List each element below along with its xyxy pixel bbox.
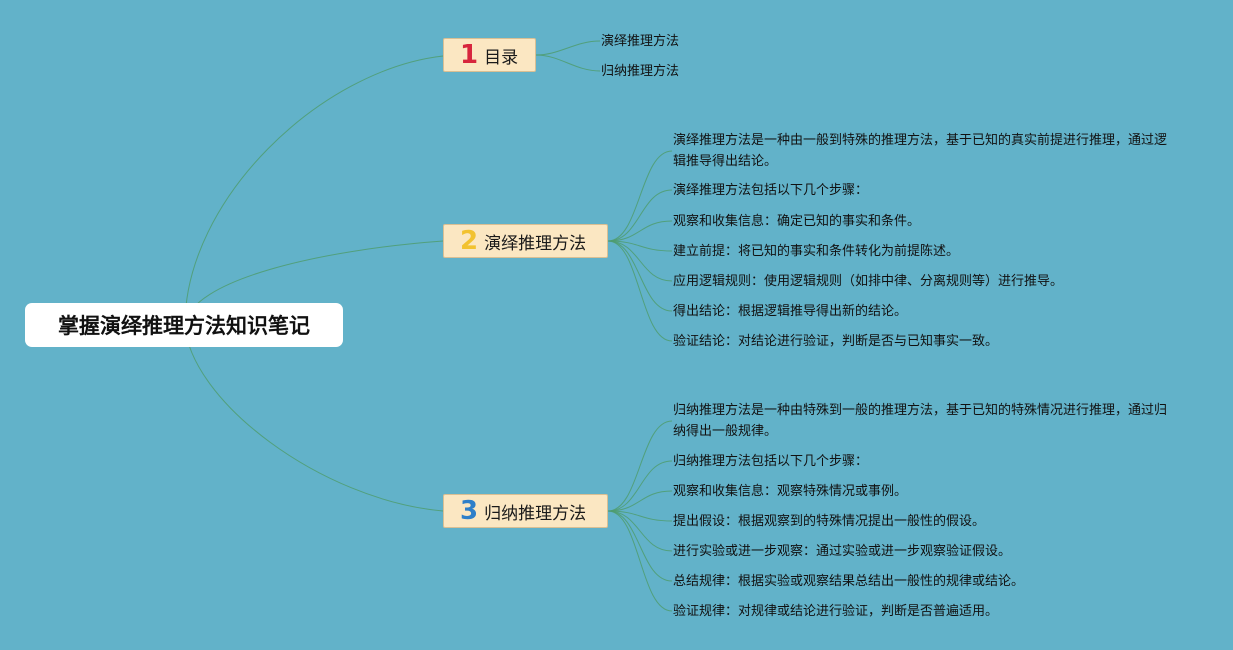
leaf-item[interactable]: 归纳推理方法是一种由特殊到一般的推理方法，基于已知的特殊情况进行推理，通过归纳得… [673, 403, 1168, 439]
leaf-item[interactable]: 总结规律：根据实验或观察结果总结出一般性的规律或结论。 [673, 574, 1025, 589]
leaf-item[interactable]: 归纳推理方法包括以下几个步骤： [673, 454, 869, 469]
connector-root-branch-1 [184, 55, 444, 326]
leaf-item[interactable]: 演绎推理方法是一种由一般到特殊的推理方法，基于已知的真实前提进行推理，通过逻辑推… [673, 133, 1168, 169]
branch-label: 目录 [484, 47, 519, 68]
connector-b1-leaf-1 [535, 40, 601, 56]
connector-root-branch-3 [184, 324, 444, 512]
leaf-item[interactable]: 归纳推理方法 [601, 64, 680, 79]
branch-toc[interactable]: 1 目录 [443, 38, 536, 72]
connector-b3-leaf-6 [607, 510, 673, 582]
leaf-item[interactable]: 验证规律：对规律或结论进行验证，判断是否普遍适用。 [673, 604, 999, 619]
connector-b2-leaf-6 [607, 240, 673, 312]
connector-b2-leaf-7 [607, 240, 673, 342]
connector-b3-leaf-7 [607, 510, 673, 612]
connector-b2-leaf-4 [607, 240, 673, 252]
number-2-icon: 2 [460, 226, 479, 256]
leaf-item[interactable]: 得出结论：根据逻辑推导得出新的结论。 [673, 304, 908, 319]
connector-b3-leaf-1 [607, 420, 673, 512]
leaf-item[interactable]: 观察和收集信息：确定已知的事实和条件。 [673, 214, 921, 229]
leaf-item[interactable]: 观察和收集信息：观察特殊情况或事例。 [673, 484, 908, 499]
connector-b1-leaf-2 [535, 54, 601, 72]
leaf-item[interactable]: 应用逻辑规则：使用逻辑规则（如排中律、分离规则等）进行推导。 [673, 274, 1064, 289]
leaf-item[interactable]: 进行实验或进一步观察：通过实验或进一步观察验证假设。 [673, 544, 1012, 559]
leaf-item[interactable]: 验证结论：对结论进行验证，判断是否与已知事实一致。 [673, 334, 999, 349]
connector-b3-leaf-5 [607, 510, 673, 552]
connector-b3-leaf-2 [607, 460, 673, 512]
connector-b3-leaf-4 [607, 510, 673, 522]
number-1-icon: 1 [460, 40, 479, 70]
root-title: 掌握演绎推理方法知识笔记 [58, 314, 310, 338]
connector-b3-leaf-3 [607, 490, 673, 512]
root-topic[interactable]: 掌握演绎推理方法知识笔记 [25, 303, 343, 347]
connector-b2-leaf-5 [607, 240, 673, 282]
branch-label: 归纳推理方法 [484, 503, 587, 524]
number-3-icon: 3 [460, 496, 479, 526]
connector-b2-leaf-2 [607, 189, 673, 242]
branch-deductive[interactable]: 2 演绎推理方法 [443, 224, 608, 258]
leaf-item[interactable]: 演绎推理方法 [601, 34, 680, 49]
leaf-item[interactable]: 建立前提：将已知的事实和条件转化为前提陈述。 [673, 244, 960, 259]
branch-inductive[interactable]: 3 归纳推理方法 [443, 494, 608, 528]
leaf-item[interactable]: 提出假设：根据观察到的特殊情况提出一般性的假设。 [673, 514, 986, 529]
branch-label: 演绎推理方法 [484, 233, 587, 254]
connector-b2-leaf-1 [607, 150, 673, 242]
connector-b2-leaf-3 [607, 220, 673, 242]
leaf-item[interactable]: 演绎推理方法包括以下几个步骤： [673, 183, 869, 198]
